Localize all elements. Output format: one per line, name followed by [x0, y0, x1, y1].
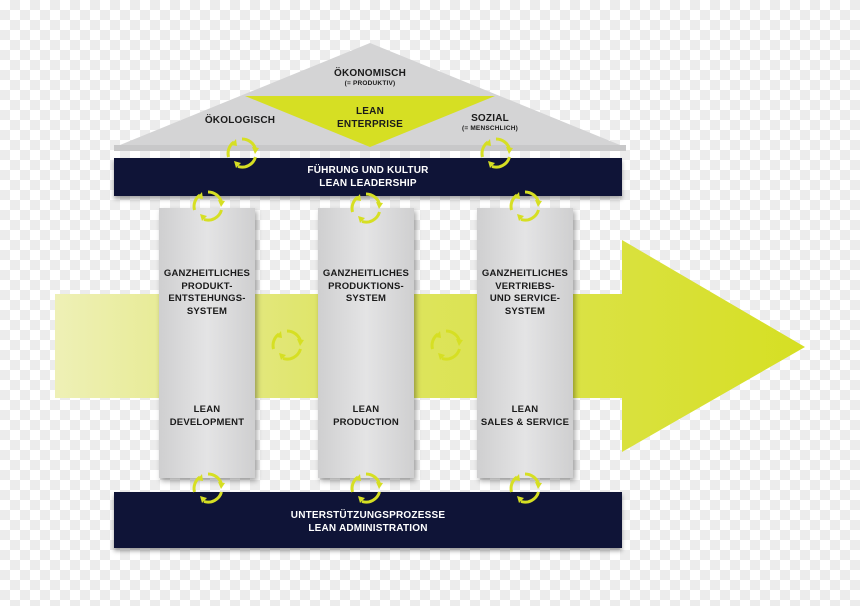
administration-bar-label: UNTERSTÜTZUNGSPROZESSE LEAN ADMINISTRATI…: [290, 510, 446, 534]
cycle-arrows-icon: [271, 329, 305, 362]
pillar-production: GANZHEITLICHES PRODUKTIONS- SYSTEM LEAN …: [318, 208, 414, 478]
roof-left-label: ÖKOLOGISCH: [204, 115, 276, 126]
cycle-arrows-icon: [509, 190, 543, 223]
cycle-arrows-icon: [509, 472, 543, 505]
administration-bar: UNTERSTÜTZUNGSPROZESSE LEAN ADMINISTRATI…: [114, 492, 622, 548]
pillar-development: GANZHEITLICHES PRODUKT- ENTSTEHUNGS- SYS…: [159, 208, 255, 478]
cycle-arrows-icon: [350, 472, 384, 505]
leadership-bar-label: FÜHRUNG UND KULTUR LEAN LEADERSHIP: [307, 165, 429, 189]
roof-right-sub: (= MENSCHLICH): [461, 125, 519, 132]
pillar-title: GANZHEITLICHES VERTRIEBS- UND SERVICE- S…: [481, 268, 569, 317]
pillar-lean-label: LEAN SALES & SERVICE: [480, 404, 570, 428]
right-arrow-icon: [55, 240, 805, 452]
roof-triangle: [120, 43, 620, 145]
cycle-arrows-icon: [192, 472, 226, 505]
cycle-arrows-icon: [480, 137, 514, 170]
roof-base: [114, 145, 626, 151]
cycle-arrows-icon: [226, 137, 260, 170]
pillar-title: GANZHEITLICHES PRODUKT- ENTSTEHUNGS- SYS…: [163, 268, 251, 317]
lean-enterprise-label: LEAN ENTERPRISE: [337, 106, 403, 130]
cycle-arrows-icon: [430, 329, 464, 362]
pillar-title: GANZHEITLICHES PRODUKTIONS- SYSTEM: [322, 268, 410, 304]
lean-enterprise-triangle: [245, 96, 495, 147]
roof-top-label: ÖKONOMISCH (= PRODUKTIV): [300, 67, 440, 88]
cycle-arrows-icon: [350, 192, 384, 225]
cycle-arrows-icon: [192, 190, 226, 223]
pillar-sales-service: GANZHEITLICHES VERTRIEBS- UND SERVICE- S…: [477, 208, 573, 478]
pillar-lean-label: LEAN DEVELOPMENT: [169, 404, 245, 428]
pillar-lean-label: LEAN PRODUCTION: [333, 404, 399, 428]
leadership-bar: FÜHRUNG UND KULTUR LEAN LEADERSHIP: [114, 158, 622, 196]
roof-top-sub: (= PRODUKTIV): [344, 80, 396, 87]
roof-right-label: SOZIAL (= MENSCHLICH): [440, 112, 540, 133]
